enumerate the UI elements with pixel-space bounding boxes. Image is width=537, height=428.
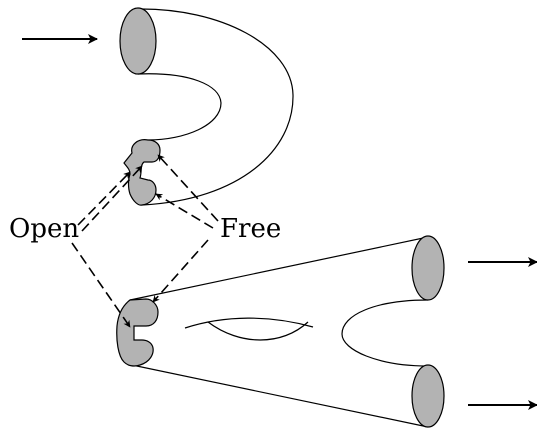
free-pointers: [152, 154, 219, 303]
open-pointers: [71, 165, 143, 328]
label-open: Open: [9, 214, 80, 244]
open-pointer-3: [71, 242, 131, 328]
lower-tube-top-edge: [129, 236, 429, 301]
lower-tube-outgoing-end-top: [411, 235, 445, 301]
upper-tube-open-boundary: [123, 139, 161, 206]
lower-tube-bottom-edge: [131, 364, 429, 428]
lower-tube-hole-bottom: [207, 321, 309, 341]
lower-tube-outgoing-end-bottom: [411, 364, 445, 428]
upper-tube-outer: [137, 8, 294, 206]
free-pointer-3: [152, 239, 209, 303]
upper-tube-incoming-end: [119, 7, 157, 75]
open-pointer-1: [77, 171, 131, 226]
free-pointer-2: [155, 193, 214, 229]
lower-tube-crotch: [341, 299, 429, 367]
upper-tube-inner: [137, 73, 222, 141]
free-pointer-1: [157, 154, 219, 222]
lower-tube-open-boundary: [116, 298, 159, 367]
label-free: Free: [220, 214, 282, 244]
lower-tube-hole-top: [184, 317, 314, 329]
upper-tube: [119, 7, 294, 206]
lower-tube: [116, 235, 445, 428]
